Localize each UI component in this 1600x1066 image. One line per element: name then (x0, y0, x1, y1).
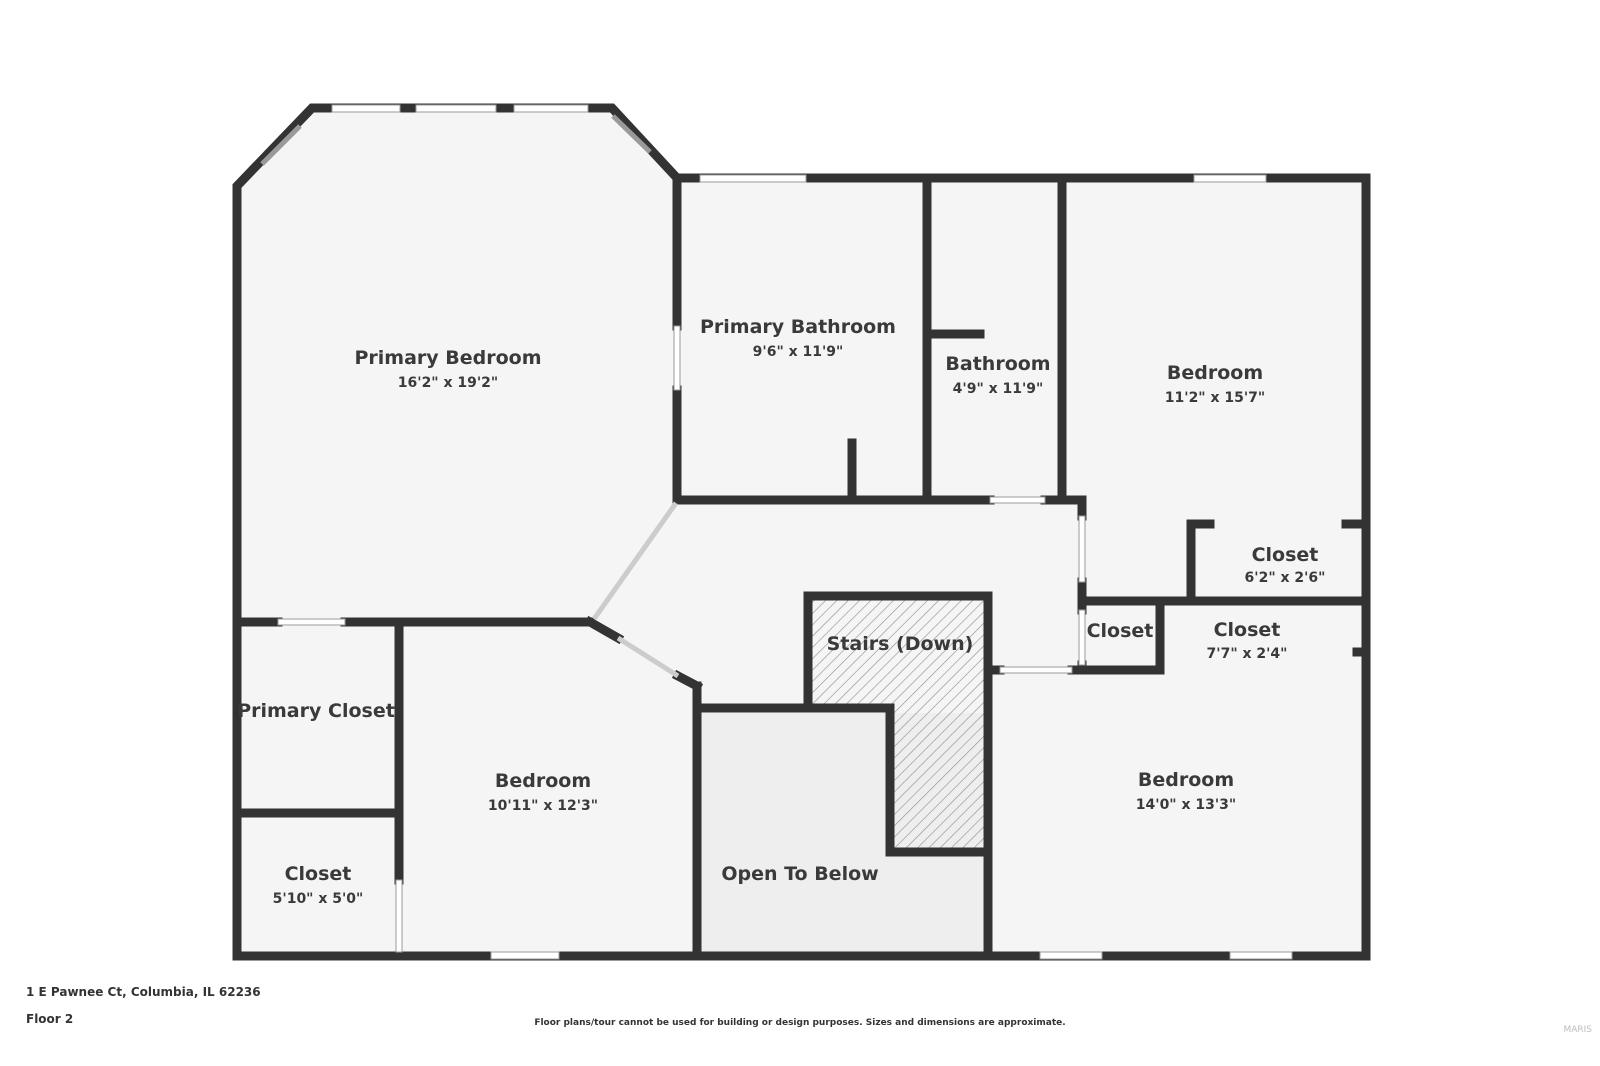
room-dims-primary-bathroom: 9'6" x 11'9" (753, 344, 844, 360)
room-name-open-to-below: Open To Below (721, 863, 878, 885)
room-name-primary-bathroom: Primary Bathroom (700, 316, 896, 338)
room-name-closet-sw: Closet (285, 863, 352, 885)
room-name-primary-closet: Primary Closet (237, 700, 395, 722)
room-dims-bedroom-sw: 10'11" x 12'3" (488, 798, 598, 814)
room-name-bedroom-sw: Bedroom (495, 770, 591, 792)
room-dims-bedroom-se: 14'0" x 13'3" (1136, 797, 1236, 813)
room-name-bathroom: Bathroom (945, 353, 1050, 375)
room-dims-bedroom-ne: 11'2" x 15'7" (1165, 390, 1265, 406)
watermark: MARIS (1563, 1025, 1592, 1035)
stairs-hatch (808, 598, 988, 850)
room-dims-bathroom: 4'9" x 11'9" (953, 381, 1044, 397)
room-name-stairs: Stairs (Down) (827, 633, 974, 655)
interior-walls (232, 173, 1371, 961)
room-name-closet-small: Closet (1087, 620, 1154, 642)
room-dims-closet-hall: 7'7" x 2'4" (1207, 646, 1288, 662)
room-name-closet-ne: Closet (1252, 544, 1319, 566)
room-labels: Primary Bedroom 16'2" x 19'2" Primary Ba… (237, 316, 1325, 907)
windows (260, 104, 1293, 960)
floor-area (237, 108, 1366, 956)
property-address: 1 E Pawnee Ct, Columbia, IL 62236 (26, 985, 261, 999)
room-name-closet-hall: Closet (1214, 619, 1281, 641)
floor-label: Floor 2 (26, 1012, 74, 1026)
room-dims-closet-sw: 5'10" x 5'0" (273, 891, 364, 907)
room-name-bedroom-ne: Bedroom (1167, 362, 1263, 384)
room-name-primary-bedroom: Primary Bedroom (354, 347, 541, 369)
room-dims-primary-bedroom: 16'2" x 19'2" (398, 375, 498, 391)
room-name-bedroom-se: Bedroom (1138, 769, 1234, 791)
disclaimer-text: Floor plans/tour cannot be used for buil… (534, 1018, 1066, 1028)
room-dims-closet-ne: 6'2" x 2'6" (1245, 570, 1326, 586)
